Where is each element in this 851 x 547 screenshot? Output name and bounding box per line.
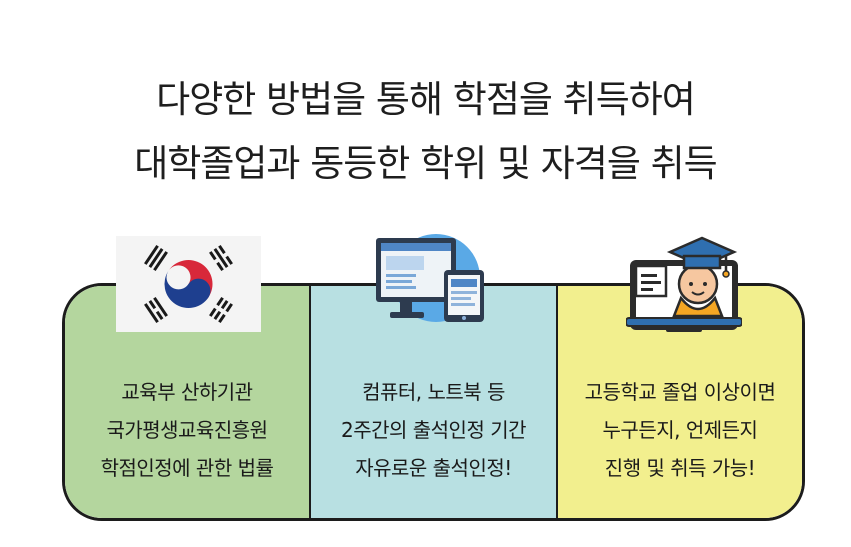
korean-flag-icon [116,236,261,332]
headline-line-2: 대학졸업과 동등한 학위 및 자격을 취득 [134,142,717,185]
panel-line: 교육부 산하기관 [121,380,253,404]
panel-line: 2주간의 출석인정 기간 [340,418,527,442]
computer-monitor-icon [376,234,484,322]
info-panels: 교육부 산하기관 국가평생교육진흥원 학점인정에 관한 법률 컴퓨터, 노트북 … [62,283,805,521]
panel-text: 컴퓨터, 노트북 등 2주간의 출석인정 기간 자유로운 출석인정! [311,373,556,487]
panel-line: 진행 및 취득 가능! [604,456,756,480]
panel-line: 고등학교 졸업 이상이면 [584,380,776,404]
panel-text: 고등학교 졸업 이상이면 누구든지, 언제든지 진행 및 취득 가능! [558,373,802,487]
headline-line-1: 다양한 방법을 통해 학점을 취득하여 [156,78,696,121]
panel-line: 누구든지, 언제든지 [602,418,758,442]
panel-line: 자유로운 출석인정! [355,456,512,480]
panel-line: 국가평생교육진흥원 [106,418,268,442]
panel-line: 학점인정에 관한 법률 [100,456,274,480]
panel-line: 컴퓨터, 노트북 등 [362,380,505,404]
panel-text: 교육부 산하기관 국가평생교육진흥원 학점인정에 관한 법률 [65,373,309,487]
graduate-laptop-icon [626,236,742,332]
panel-attendance: 컴퓨터, 노트북 등 2주간의 출석인정 기간 자유로운 출석인정! [311,286,558,518]
